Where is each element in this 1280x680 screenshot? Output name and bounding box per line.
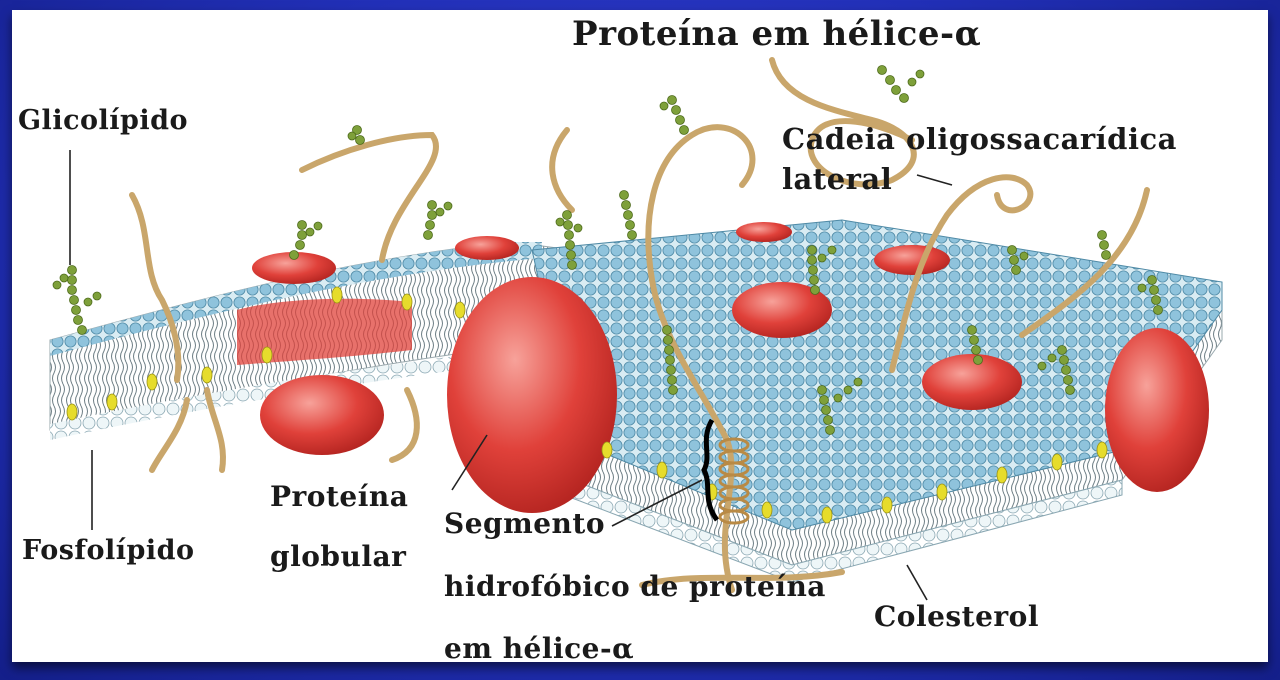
protein-sheet-right [874, 245, 950, 275]
diagram-panel: Proteína em hélice-α Glicolípido Cadeia … [12, 10, 1268, 662]
protein-right-edge [1105, 328, 1209, 492]
label-hydrophobic-segment-line3: em hélice-α [444, 632, 634, 665]
label-phospholipid: Fosfolípido [22, 535, 195, 566]
label-globular-protein-line1: Proteína [270, 480, 408, 513]
globular-protein-large [447, 277, 617, 513]
label-glycolipid: Glicolípido [18, 105, 188, 136]
label-helix-protein: Proteína em hélice-α [572, 14, 981, 54]
label-oligosaccharide-lateral: lateral [782, 162, 892, 196]
cell-membrane-diagram [12, 10, 1268, 662]
label-globular-protein-line2: globular [270, 540, 406, 573]
label-cholesterol: Colesterol [874, 600, 1039, 633]
label-oligosaccharide-chain: Cadeia oligossacarídica [782, 122, 1177, 156]
label-hydrophobic-segment-line2: hidrofóbico de proteína [444, 570, 826, 603]
label-hydrophobic-segment-line1: Segmento [444, 507, 605, 540]
protein-top-mid [736, 222, 792, 242]
protein-sheet-front [922, 354, 1022, 410]
protein-top-back [455, 236, 519, 260]
globular-protein-left [260, 375, 384, 455]
